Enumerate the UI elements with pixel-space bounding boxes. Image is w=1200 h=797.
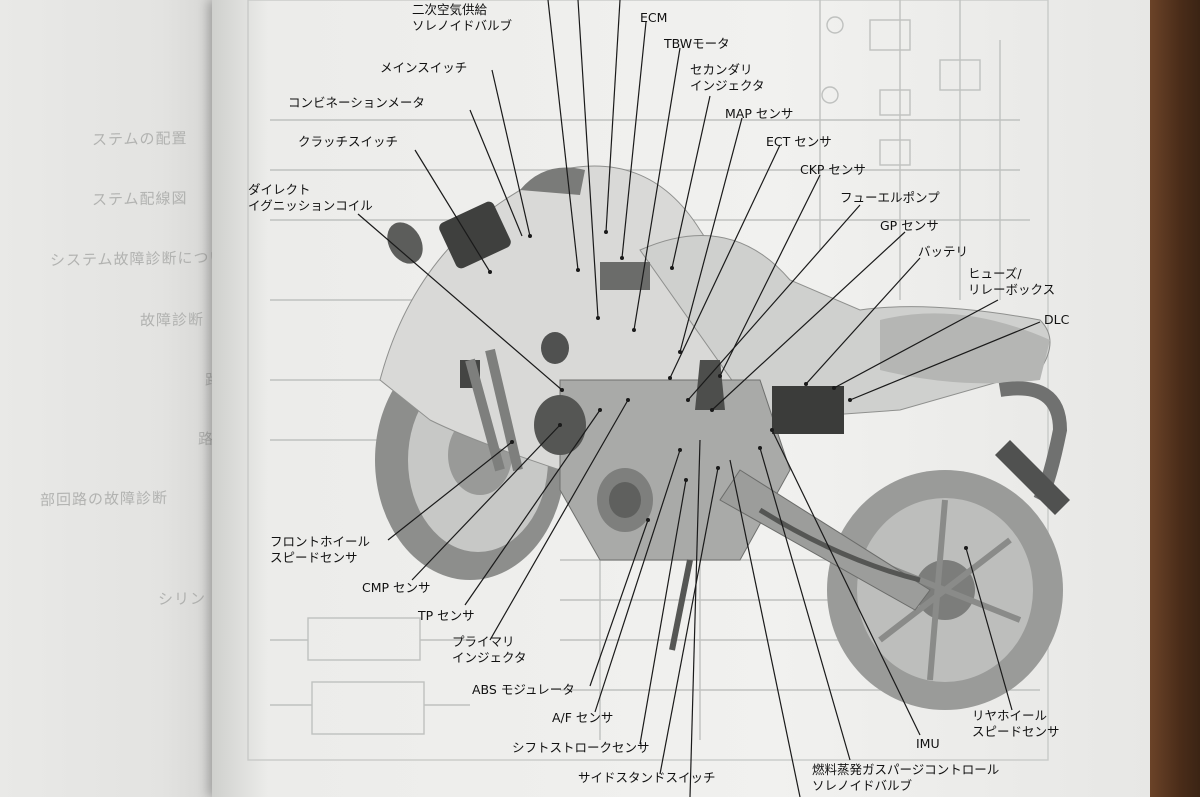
label-line: コンビネーションメータ [288,95,425,110]
label-line: ソレノイドバルブ [412,18,513,33]
leader-lines [357,0,1041,797]
label-line: フューエルポンプ [840,190,940,205]
label-ckp-sensor: CKP センサ [800,162,866,178]
label-line: DLC [1044,312,1070,327]
label-line: イグニッションコイル [248,198,373,213]
label-line: サイドスタンドスイッチ [578,770,716,785]
label-battery: バッテリ [918,244,968,260]
label-direct-ignition-coil: ダイレクト イグニッションコイル [248,182,373,214]
label-line: バッテリ [918,244,969,259]
label-line: シフトストロークセンサ [512,740,650,755]
label-line: ECT センサ [766,134,832,149]
label-side-stand-switch: サイドスタンドスイッチ [578,770,716,786]
label-shift-stroke-sensor: シフトストロークセンサ [512,740,650,756]
label-evap-purge-control-solenoid-valve: 燃料蒸発ガスパージコントロール ソレノイドバルブ [812,762,999,794]
label-front-wheel-speed-sensor: フロントホイール スピードセンサ [270,534,370,566]
label-line: セカンダリ [690,62,753,77]
leader-dots [488,230,968,550]
label-line: プライマリ [452,634,515,649]
label-clutch-switch: クラッチスイッチ [298,134,398,150]
label-line: TP センサ [418,608,475,623]
label-line: TBWモータ [664,36,730,51]
label-map-sensor: MAP センサ [725,106,793,122]
label-dlc: DLC [1044,312,1069,328]
label-line: A/F センサ [552,710,614,725]
label-line: CMP センサ [362,580,431,595]
label-ect-sensor: ECT センサ [766,134,832,150]
label-secondary-air-supply-solenoid-valve: 二次空気供給 ソレノイドバルブ [412,2,512,34]
label-line: スピードセンサ [972,724,1060,739]
label-line: インジェクタ [690,78,765,93]
label-tp-sensor: TP センサ [418,608,475,624]
label-tbw-motor: TBWモータ [664,36,730,52]
label-line: ABS モジュレータ [472,682,575,697]
left-page: ステムの配置 ステム配線図 システム故障診断につい 故障診断 路 路 部回路の故… [0,0,232,797]
label-line: MAP センサ [725,106,794,121]
label-rear-wheel-speed-sensor: リヤホイール スピードセンサ [972,708,1060,740]
label-af-sensor: A/F センサ [552,710,613,726]
label-primary-injector: プライマリ インジェクタ [452,634,527,666]
label-line: ダイレクト [248,182,311,197]
label-line: メインスイッチ [380,60,468,75]
label-line: ヒューズ/ [968,266,1022,281]
label-line: フロントホイール [270,534,371,549]
label-line: ソレノイドバルブ [812,778,913,793]
label-line: スピードセンサ [270,550,358,565]
label-line: インジェクタ [452,650,527,665]
label-fuel-pump: フューエルポンプ [840,190,940,206]
label-line: ECM [640,10,668,25]
label-line: 二次空気供給 [412,2,488,17]
label-secondary-injector: セカンダリ インジェクタ [690,62,765,94]
label-line: GP センサ [880,218,939,233]
label-line: 燃料蒸発ガスパージコントロール [812,762,1000,777]
label-main-switch: メインスイッチ [380,60,467,76]
label-line: IMU [916,736,940,751]
label-line: リレーボックス [968,282,1056,297]
label-combination-meter: コンビネーションメータ [288,95,425,111]
label-line: クラッチスイッチ [298,134,399,149]
label-gp-sensor: GP センサ [880,218,939,234]
motorcycle-illustration [375,165,1070,710]
label-line: CKP センサ [800,162,866,177]
label-cmp-sensor: CMP センサ [362,580,431,596]
label-fuse-relay-box: ヒューズ/ リレーボックス [968,266,1055,298]
label-abs-modulator: ABS モジュレータ [472,682,575,698]
label-ecm: ECM [640,10,667,26]
table-edge [1150,0,1200,797]
label-imu: IMU [916,736,940,752]
label-line: リヤホイール [972,708,1048,723]
